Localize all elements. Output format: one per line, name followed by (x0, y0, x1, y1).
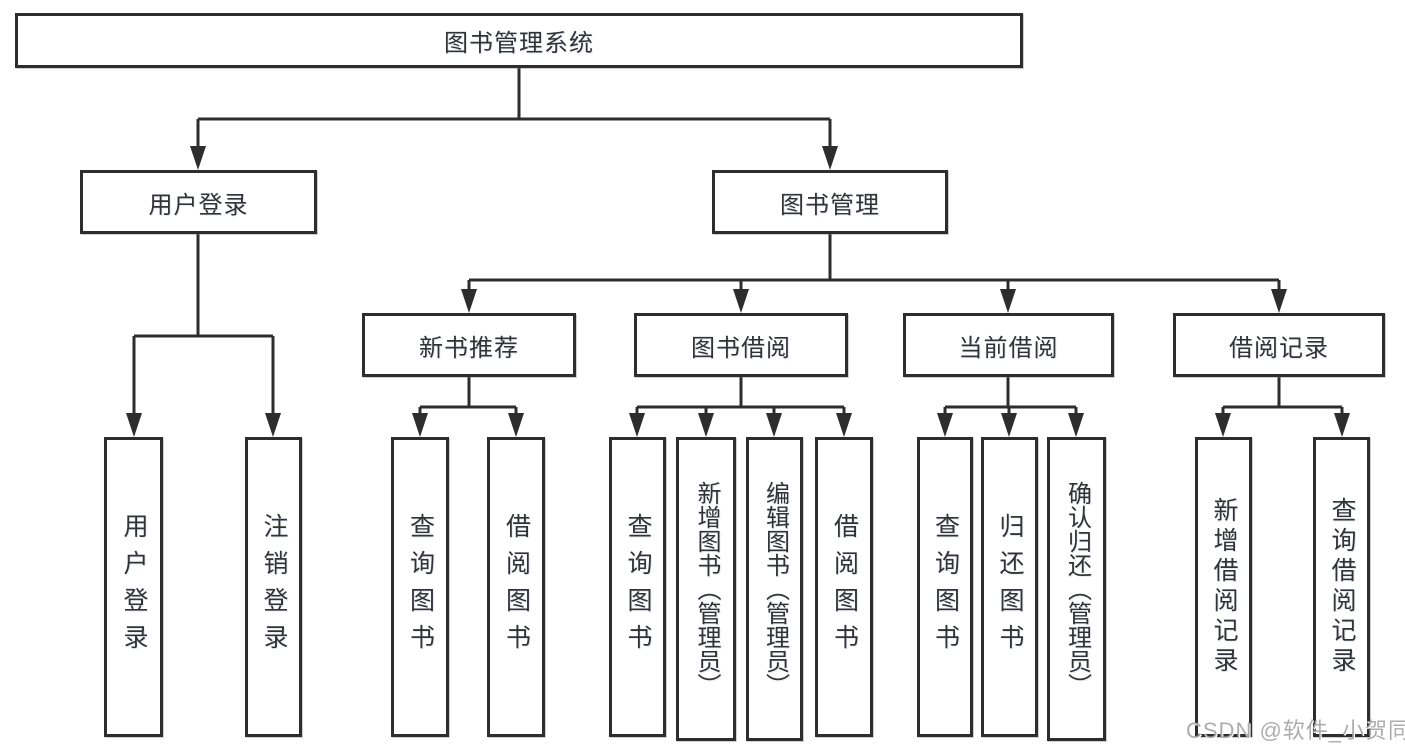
node-label: 查询图书 (624, 513, 652, 661)
node-label: 图书管理 (780, 191, 880, 219)
node-label: 借阅图书 (502, 513, 531, 661)
connector-stems (132, 68, 1344, 419)
node-leaf-edit-books-admin: 编辑图书（管理员） (746, 437, 803, 741)
connector-arrowheads (126, 146, 1350, 437)
node-new-book-recommend: 新书推荐 (362, 313, 576, 377)
node-label: 新增图书（管理员） (693, 481, 720, 697)
node-leaf-add-borrow-record: 新增借阅记录 (1195, 437, 1252, 737)
node-label: 当前借阅 (958, 334, 1059, 362)
node-leaf-add-books-admin: 新增图书（管理员） (676, 437, 736, 741)
node-book-borrow: 图书借阅 (634, 313, 848, 377)
node-label: 图书借阅 (691, 334, 791, 362)
node-leaf-logout: 注销登录 (245, 437, 302, 737)
node-label: 查询图书 (931, 513, 960, 661)
node-leaf-query-books-current: 查询图书 (917, 437, 973, 737)
node-label: 归还图书 (996, 513, 1024, 661)
node-current-borrow: 当前借阅 (903, 313, 1114, 377)
node-label: 注销登录 (260, 513, 288, 661)
node-leaf-query-borrow-record: 查询借阅记录 (1313, 437, 1370, 737)
node-label: 用户登录 (120, 513, 148, 661)
node-user-login: 用户登录 (80, 170, 317, 234)
node-root-library-system: 图书管理系统 (15, 13, 1023, 68)
node-label: 图书管理系统 (444, 30, 594, 57)
node-leaf-query-books-borrow: 查询图书 (609, 437, 666, 737)
node-label: 编辑图书（管理员） (761, 481, 789, 697)
node-label: 查询借阅记录 (1328, 497, 1356, 677)
node-label: 新增借阅记录 (1210, 497, 1238, 677)
node-leaf-borrow-books: 借阅图书 (815, 437, 873, 737)
node-label: 借阅记录 (1229, 334, 1329, 362)
node-book-management: 图书管理 (712, 170, 948, 234)
node-leaf-confirm-return-admin: 确认归还（管理员） (1047, 437, 1106, 741)
node-label: 查询图书 (406, 513, 435, 661)
node-label: 新书推荐 (419, 334, 519, 362)
node-borrow-records: 借阅记录 (1173, 313, 1385, 377)
node-leaf-borrow-books-recommend: 借阅图书 (487, 437, 545, 737)
node-label: 借阅图书 (830, 513, 859, 661)
node-leaf-query-books-recommend: 查询图书 (391, 437, 449, 737)
node-label: 确认归还（管理员） (1063, 481, 1091, 697)
node-label: 用户登录 (148, 191, 249, 219)
node-leaf-return-books: 归还图书 (981, 437, 1038, 737)
csdn-watermark: CSDN @软件_小贺同学 (1186, 718, 1405, 743)
node-leaf-user-login: 用户登录 (104, 437, 163, 737)
